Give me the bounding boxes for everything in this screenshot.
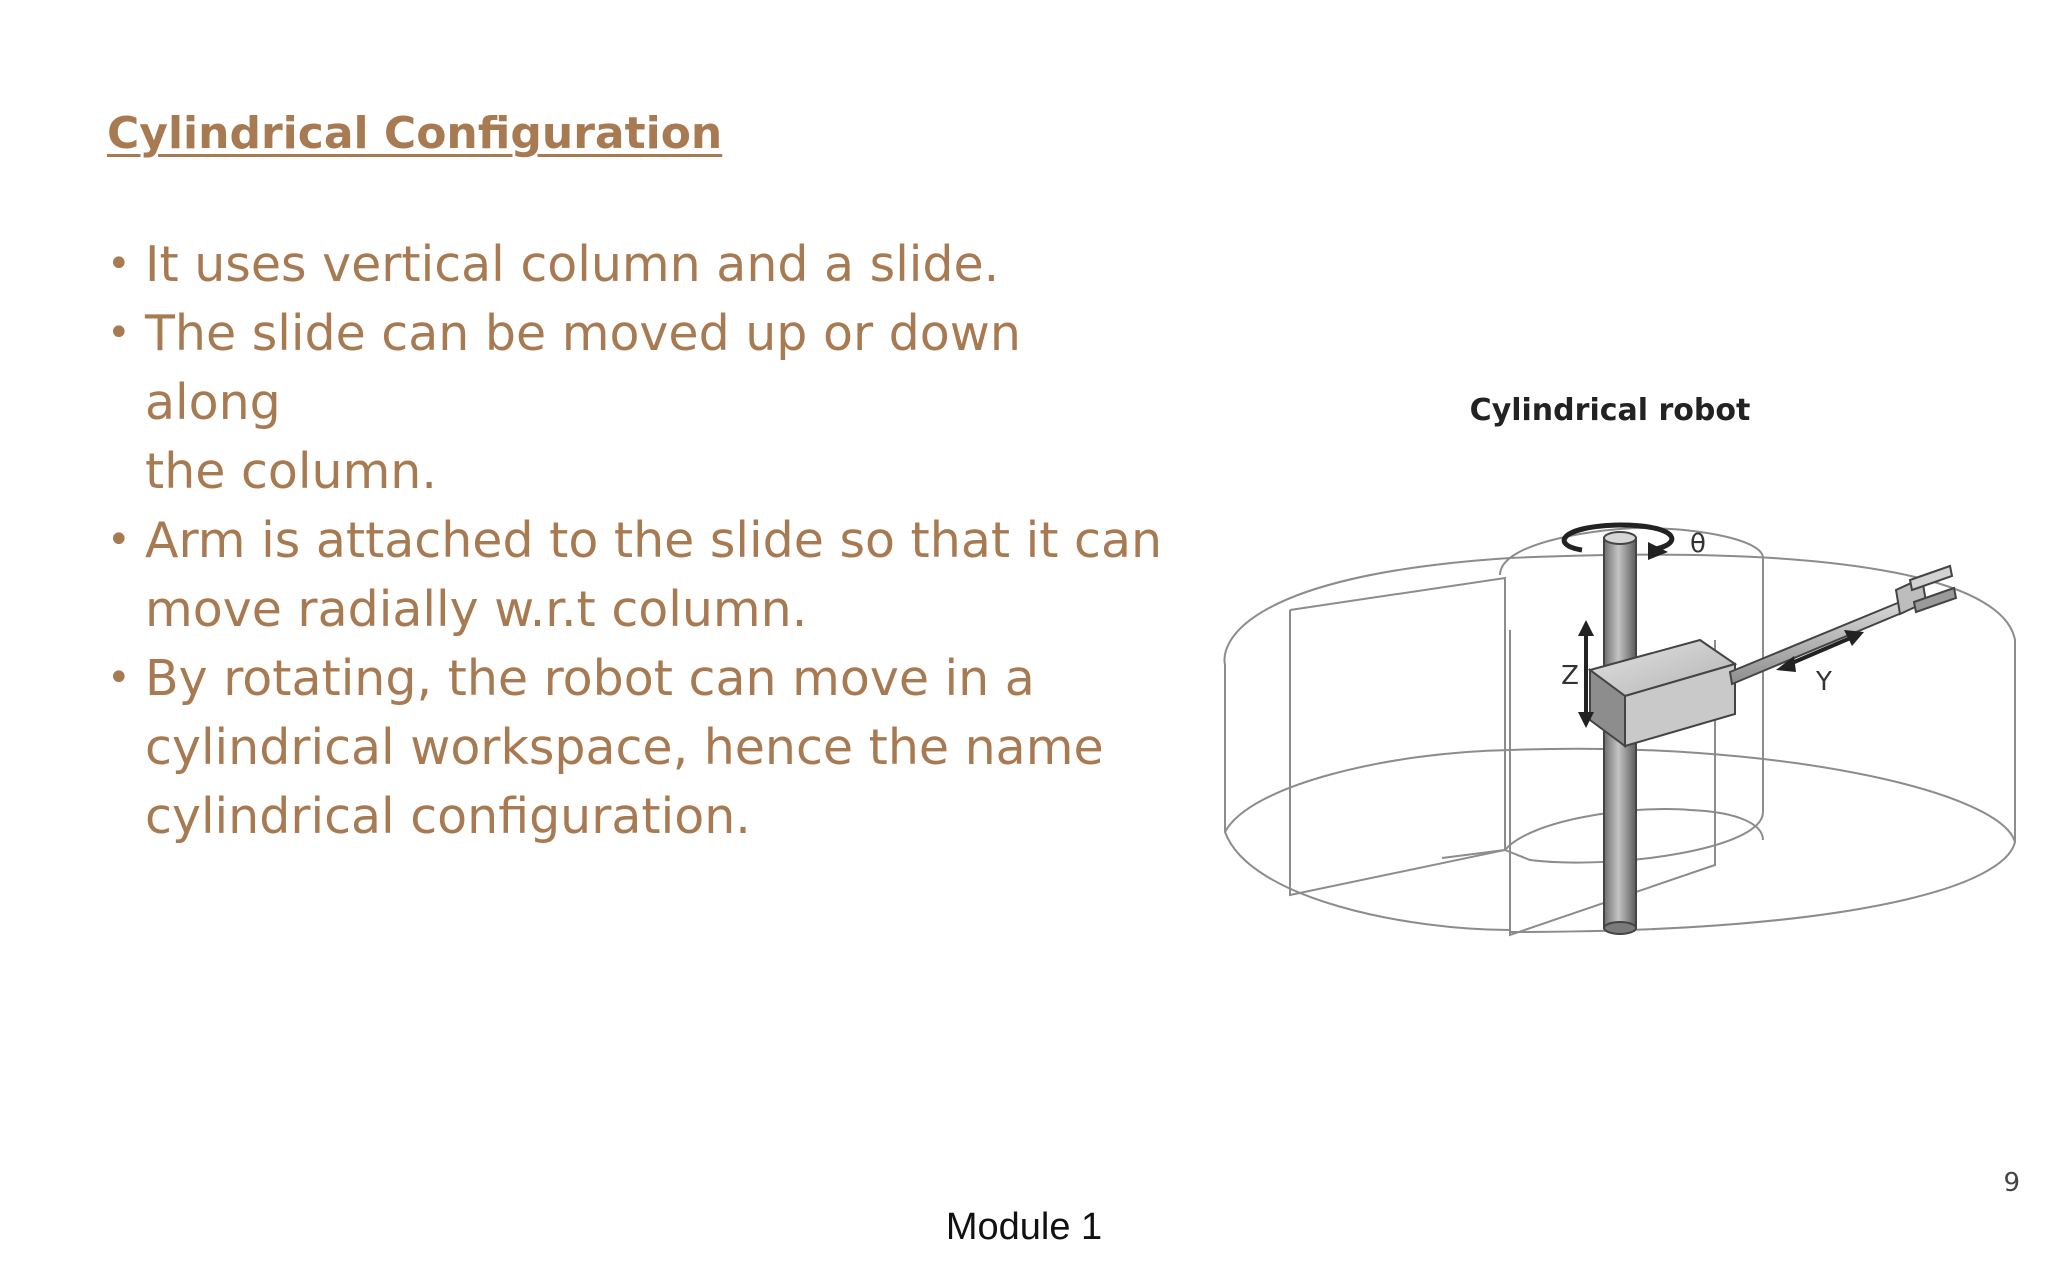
figure-caption: Cylindrical robot — [1470, 393, 1751, 428]
slide-title: Cylindrical Configuration — [107, 108, 723, 159]
outer-cylinder-right — [1509, 553, 2016, 933]
rotation-arrow: θ — [1561, 522, 1706, 560]
bullet-item: • By rotating, the robot can move in a c… — [107, 644, 1167, 851]
bullet-line: Arm is attached to the slide so that it … — [145, 512, 1163, 569]
y-label: Y — [1815, 667, 1832, 697]
y-arrowhead-right — [1844, 630, 1864, 646]
rotation-arc — [1561, 522, 1675, 553]
bullet-line: By rotating, the robot can move in a — [145, 650, 1035, 707]
cylindrical-robot-diagram: Cylindrical robot θ — [1223, 393, 2016, 937]
radial-arm — [1728, 564, 1958, 686]
z-axis-arrow: Z — [1561, 620, 1594, 728]
outer-cylinder-bottom-back — [1224, 747, 2016, 843]
outer-cylinder-left — [1223, 557, 1511, 931]
column-bottom — [1603, 921, 1637, 935]
bullet-line: the column. — [145, 443, 437, 500]
gripper-jaw-bottom — [1912, 586, 1958, 614]
y-axis-arrow: Y — [1776, 630, 1864, 697]
rotation-arrowhead — [1648, 542, 1668, 560]
slide-front-face — [1624, 662, 1736, 748]
inner-cylinder-base — [1504, 808, 1764, 851]
bullet-line: It uses vertical column and a slide. — [145, 236, 1000, 293]
footer-module-label: Module 1 — [945, 1206, 1103, 1248]
z-arrowhead-down — [1578, 712, 1594, 728]
slide-block — [1587, 638, 1738, 748]
y-arrow-shaft — [1784, 634, 1856, 668]
bullet-line: The slide can be moved up or down along — [145, 305, 1021, 431]
column-top — [1603, 531, 1637, 545]
z-label: Z — [1561, 661, 1579, 691]
bullet-marker: • — [107, 310, 131, 356]
bullet-item: • It uses vertical column and a slide. — [107, 230, 1167, 299]
bullet-line: cylindrical configuration. — [145, 788, 751, 845]
z-arrowhead-up — [1578, 620, 1594, 636]
gripper-jaw-top — [1908, 564, 1954, 592]
theta-label: θ — [1690, 529, 1706, 559]
cutaway-inner-edge — [1441, 578, 1506, 859]
bullet-marker: • — [107, 655, 131, 701]
cutaway-wall-left — [1289, 576, 1506, 897]
page-number: 9 — [2003, 1168, 2020, 1198]
bullet-line: move radially w.r.t column. — [145, 581, 808, 638]
bullet-item: • The slide can be moved up or down alon… — [107, 299, 1167, 506]
bullet-line: cylindrical workspace, hence the name — [145, 719, 1104, 776]
bullet-list: • It uses vertical column and a slide. •… — [107, 230, 1167, 851]
bullet-item: • Arm is attached to the slide so that i… — [107, 506, 1167, 644]
cylindrical-robot-figure: Cylindrical robot θ — [1210, 380, 2030, 950]
bullet-marker: • — [107, 241, 131, 287]
bullet-marker: • — [107, 517, 131, 563]
y-arrowhead-left — [1776, 656, 1796, 672]
